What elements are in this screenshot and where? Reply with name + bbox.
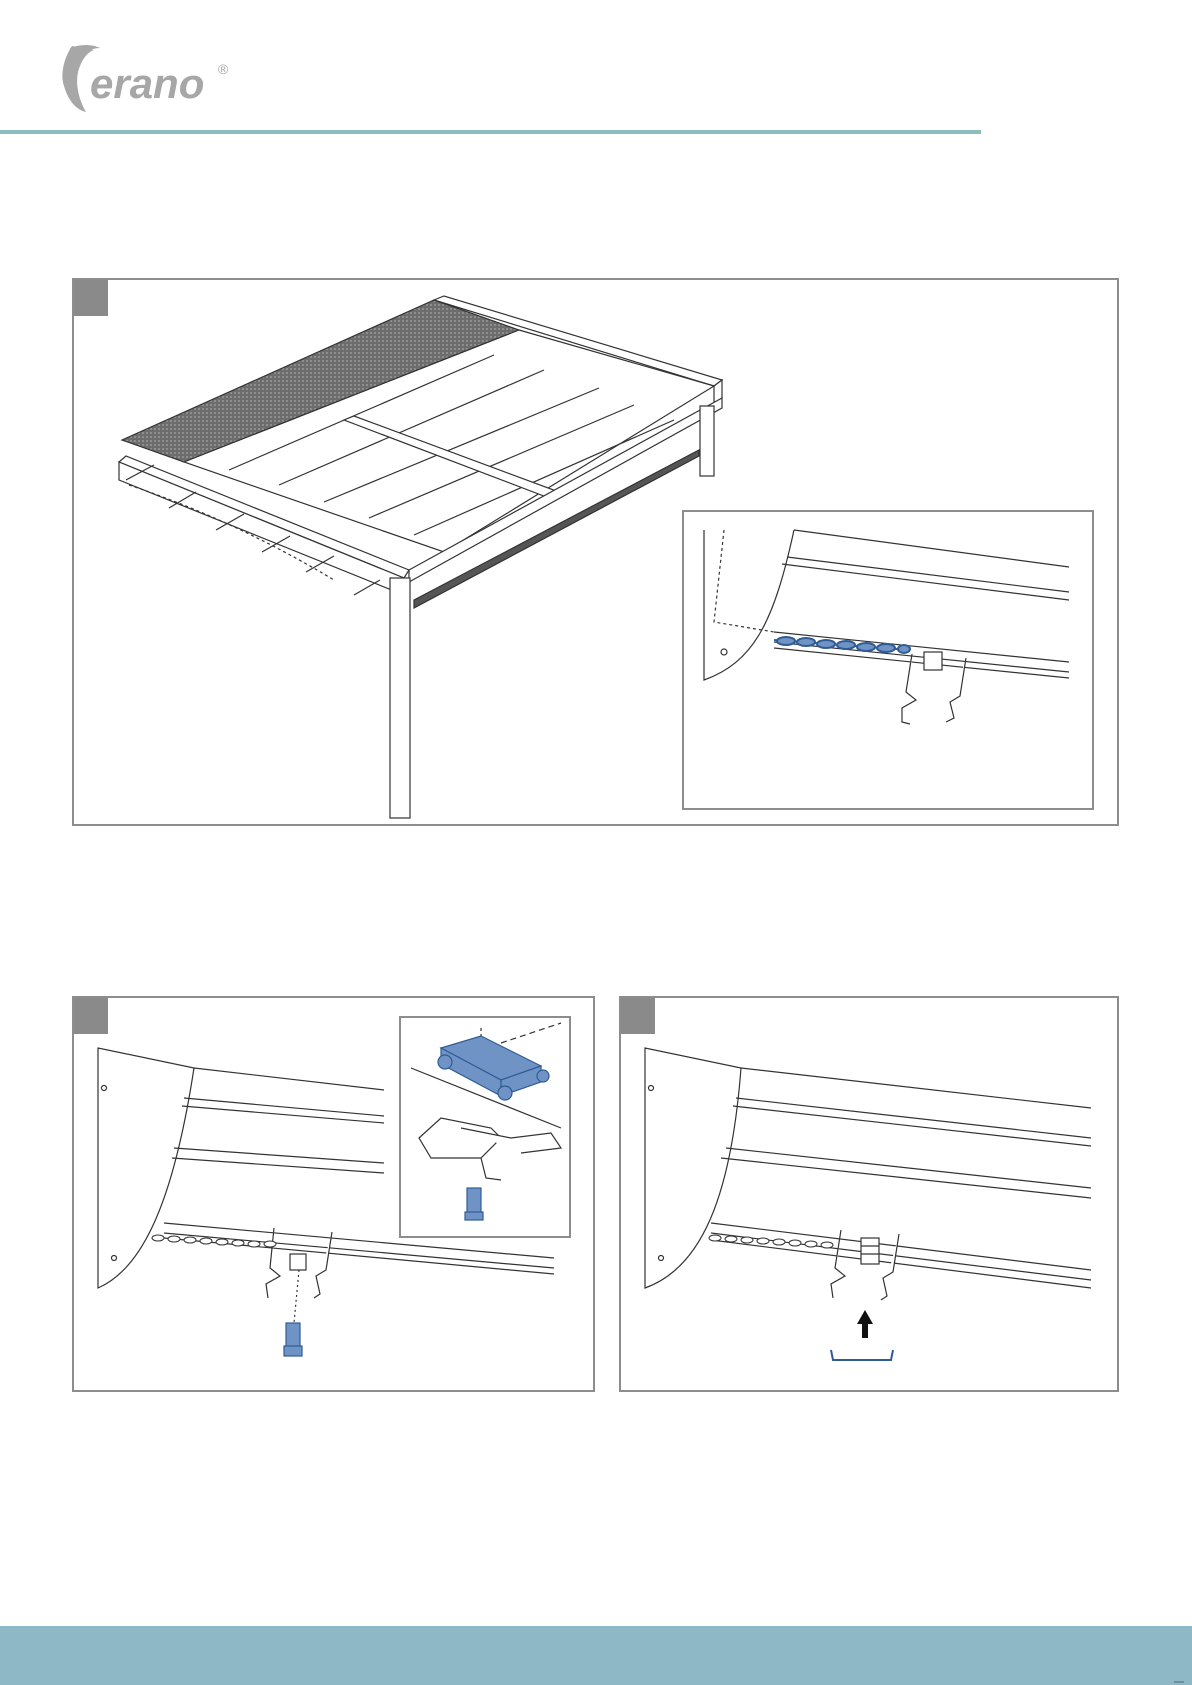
logo-wordmark: erano [90,60,204,107]
figure-panel-bolt-step [72,996,595,1392]
figure-panel-overview [72,278,1119,826]
slider-detail-illustration [401,1018,571,1238]
verano-logo: erano ® [50,40,240,120]
figure-panel-clip-step [619,996,1119,1392]
chain-detail-illustration [684,512,1094,810]
registered-mark: ® [218,61,229,77]
detail-inset-chain [682,510,1094,810]
push-up-arrow-icon [857,1310,873,1338]
clip-step-illustration [621,998,1119,1392]
clip-part [831,1350,893,1360]
footer-band [0,1626,1192,1685]
footer-mark [1174,1681,1184,1683]
header-rule [0,130,981,134]
detail-inset-slider [399,1016,571,1238]
